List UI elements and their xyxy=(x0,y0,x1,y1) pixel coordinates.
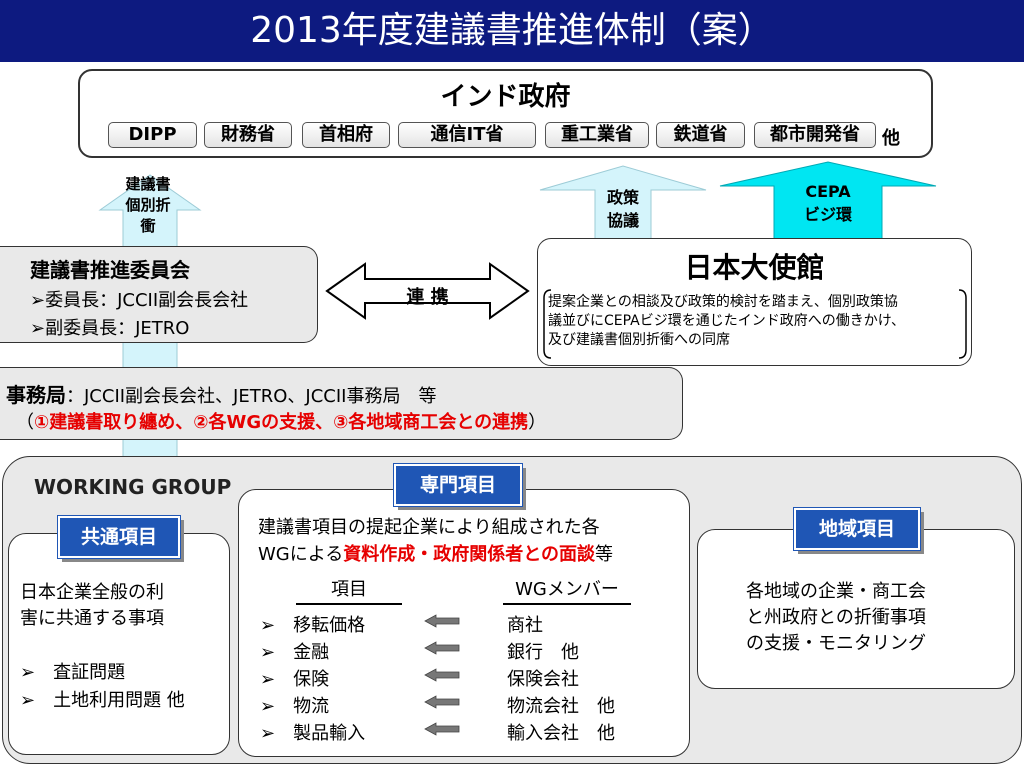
arrow-label-line: CEPA xyxy=(805,182,851,201)
secretariat-members: ：JCCII副会長会社、JETRO、JCCII事務局 等 xyxy=(66,386,437,407)
left-arrow-icon xyxy=(424,641,460,655)
left-arrow-icon xyxy=(424,695,460,709)
list-item: ➢ 土地利用問題 他 xyxy=(20,690,185,711)
table-row-item: ➢ 保険 xyxy=(260,669,330,690)
embassy-desc-brackets xyxy=(543,289,967,359)
embassy-desc-line: 議並びにCEPAビジ環を通じたインド政府への働きかけ、 xyxy=(548,313,906,329)
ministry-communications-it: 通信IT省 xyxy=(398,122,536,148)
ministry-pmo: 首相府 xyxy=(302,122,390,148)
japan-embassy-box xyxy=(537,238,972,366)
policy-consultation-arrow xyxy=(539,165,707,243)
cooperation-label: 連 携 xyxy=(406,287,449,308)
regional-items-description: 各地域の企業・商工会 と州政府との折衝事項 の支援・モニタリング xyxy=(746,579,926,657)
table-row-item: ➢ 製品輸入 xyxy=(260,723,366,744)
table-row-member: 物流会社 他 xyxy=(507,696,615,717)
committee-title: 建議書推進委員会 xyxy=(30,258,190,282)
paren-close: ） xyxy=(528,412,547,433)
policy-consultation-label: 政策 協議 xyxy=(595,186,651,232)
arrow-label-line: 政策 xyxy=(606,188,639,207)
table-row-member: 保険会社 xyxy=(507,669,579,690)
common-items-tag: 共通項目 xyxy=(57,515,181,559)
arrow-label-line: 協議 xyxy=(606,211,639,230)
committee-vice-chair: ➢副委員長：JETRO xyxy=(30,318,190,339)
secretariat-roles-line: （①建議書取り纏め、②各WGの支援、③各地域商工会との連携） xyxy=(16,408,546,434)
secretariat-label: 事務局 xyxy=(6,383,66,407)
table-row-item: ➢ 物流 xyxy=(260,696,330,717)
special-desc-line: 建議書項目の提起企業により組成された各 xyxy=(258,517,600,538)
working-group-title: WORKING GROUP xyxy=(34,475,232,499)
ministry-heavy-industry: 重工業省 xyxy=(545,122,649,148)
common-items-description: 日本企業全般の利 害に共通する事項 xyxy=(20,580,164,632)
arrow-label-line: 建議書 xyxy=(125,175,171,193)
promotion-committee-box xyxy=(0,246,318,343)
cepa-label: CEPA ビジ環 xyxy=(780,180,876,226)
committee-chair: ➢委員長：JCCII副会長会社 xyxy=(30,290,249,311)
table-row-member: 輸入会社 他 xyxy=(507,723,615,744)
specialized-items-box xyxy=(238,489,690,757)
regional-desc-line: と州政府との折衝事項 xyxy=(746,607,926,628)
arrow-label-line: 衝 xyxy=(140,217,156,235)
cooperation-double-arrow xyxy=(325,262,530,320)
common-items-list: ➢ 査証問題 ➢ 土地利用問題 他 xyxy=(20,659,185,715)
table-row-item: ➢ 移転価格 xyxy=(260,615,366,636)
special-desc-prefix: WGによる xyxy=(258,544,344,565)
special-desc-highlight: 資料作成・政府関係者との面談 xyxy=(343,544,596,565)
regional-items-tag: 地域項目 xyxy=(793,507,921,551)
specialized-items-tag: 専門項目 xyxy=(393,463,523,507)
list-item: ➢ 査証問題 xyxy=(20,662,126,683)
left-arrow-icon xyxy=(424,614,460,628)
table-row-item: ➢ 金融 xyxy=(260,642,330,663)
regional-items-box xyxy=(697,529,1015,689)
table-row-member: 商社 xyxy=(507,615,543,636)
proposal-negotiation-label: 建議書 個別折 衝 xyxy=(100,174,196,237)
arrow-label-line: 個別折 xyxy=(125,196,171,214)
secretariat-box xyxy=(0,367,683,440)
left-arrow-icon xyxy=(424,722,460,736)
embassy-desc-line: 及び建議書個別折衝への同席 xyxy=(548,332,730,348)
left-arrow-icon xyxy=(424,668,460,682)
regional-desc-line: 各地域の企業・商工会 xyxy=(746,581,926,602)
column-header-item: 項目 xyxy=(296,575,402,605)
regional-desc-line: の支援・モニタリング xyxy=(746,633,926,654)
common-desc-line: 害に共通する事項 xyxy=(20,608,164,629)
paren-open: （ xyxy=(16,412,34,433)
common-desc-line: 日本企業全般の利 xyxy=(20,582,164,603)
embassy-desc-line: 提案企業との相談及び政策的検討を踏まえ、個別政策協 xyxy=(548,294,898,310)
ministry-urban-development: 都市開発省 xyxy=(754,122,876,148)
cepa-arrow xyxy=(719,161,937,243)
page-title: 2013年度建議書推進体制（案） xyxy=(0,0,1024,62)
specialized-items-description: 建議書項目の提起企業により組成された各 WGによる資料作成・政府関係者との面談等 xyxy=(258,514,613,568)
embassy-description: 提案企業との相談及び政策的検討を踏まえ、個別政策協 議並びにCEPAビジ環を通じ… xyxy=(548,293,964,350)
embassy-title: 日本大使館 xyxy=(684,251,825,284)
ministries-etc: 他 xyxy=(882,128,900,149)
arrow-label-line: ビジ環 xyxy=(803,205,852,224)
secretariat-line: 事務局：JCCII副会長会社、JETRO、JCCII事務局 等 xyxy=(6,379,436,408)
special-desc-line: WGによる資料作成・政府関係者との面談等 xyxy=(258,541,613,568)
table-row-member: 銀行 他 xyxy=(507,642,579,663)
ministry-railways: 鉄道省 xyxy=(656,122,745,148)
ministry-finance: 財務省 xyxy=(204,122,292,148)
india-government-title: インド政府 xyxy=(440,82,571,112)
column-header-member: WGメンバー xyxy=(503,575,631,605)
special-desc-suffix: 等 xyxy=(595,544,614,565)
common-items-box xyxy=(8,533,230,755)
secretariat-roles: ①建議書取り纏め、②各WGの支援、③各地域商工会との連携 xyxy=(34,412,529,433)
ministry-dipp: DIPP xyxy=(108,122,197,148)
